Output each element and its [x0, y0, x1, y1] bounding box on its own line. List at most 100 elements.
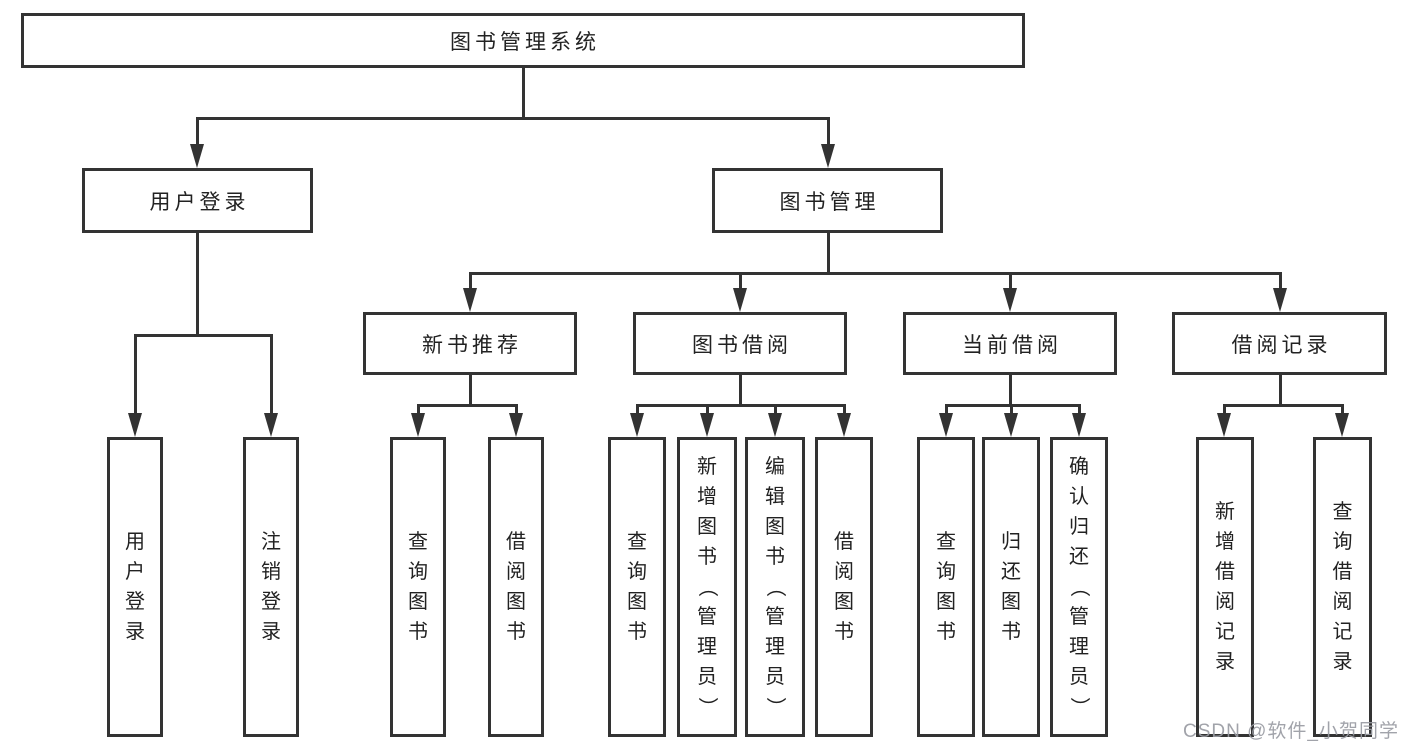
- vertical-label-char: 查: [627, 531, 647, 553]
- vertical-label-char: 录: [125, 621, 145, 643]
- connector-stem: [827, 233, 830, 275]
- vertical-label-char: 确: [1069, 456, 1089, 478]
- connector-bar: [469, 272, 1282, 275]
- arrow-down-icon: [190, 144, 204, 168]
- vertical-label-char: （: [764, 577, 786, 597]
- vertical-label-char: 理: [697, 636, 717, 658]
- node-logout: 注销登录: [243, 437, 299, 737]
- vertical-label-char: 录: [261, 621, 281, 643]
- vertical-label-char: ）: [1068, 697, 1090, 717]
- node-add-borrow-record-label: 新增借阅记录: [1199, 440, 1251, 734]
- arrow-down-icon: [1335, 413, 1349, 437]
- vertical-label-char: 询: [627, 561, 647, 583]
- arrow-down-icon: [837, 413, 851, 437]
- vertical-label-char: 销: [261, 561, 281, 583]
- vertical-label-char: 阅: [1332, 591, 1353, 613]
- vertical-label-char: 询: [1332, 531, 1353, 553]
- vertical-label-char: 书: [834, 621, 854, 643]
- arrow-down-icon: [1273, 288, 1287, 312]
- node-confirm-return-admin-label: 确认归还（管理员）: [1053, 440, 1105, 734]
- vertical-label-char: 登: [261, 591, 281, 613]
- vertical-label-char: 理: [765, 636, 785, 658]
- vertical-label-char: 阅: [834, 561, 854, 583]
- vertical-label-char: 图: [765, 516, 785, 538]
- vertical-label-char: 新: [1215, 501, 1235, 523]
- vertical-label-char: 辑: [765, 486, 785, 508]
- connector-drop: [636, 405, 639, 415]
- connector-bar: [636, 404, 846, 407]
- vertical-label-char: 图: [697, 516, 717, 538]
- vertical-label-char: 新: [697, 456, 717, 478]
- connector-drop: [1279, 273, 1282, 290]
- vertical-label-char: 查: [408, 531, 428, 553]
- arrow-down-icon: [264, 413, 278, 437]
- node-query-borrow-record-label: 查询借阅记录: [1316, 440, 1369, 734]
- vertical-label-char: 理: [1069, 636, 1089, 658]
- vertical-label-char: 户: [125, 561, 145, 583]
- vertical-label-char: 录: [1332, 651, 1353, 673]
- arrow-down-icon: [1072, 413, 1086, 437]
- vertical-label-char: 图: [506, 591, 526, 613]
- connector-drop: [515, 405, 518, 415]
- watermark-text: CSDN @软件_小贺同学: [1183, 721, 1399, 742]
- node-edit-book-admin-label: 编辑图书（管理员）: [748, 440, 802, 734]
- vertical-label-char: 还: [1001, 561, 1021, 583]
- node-borrow-books-borrowing-label: 借阅图书: [818, 440, 870, 734]
- connector-bar: [1223, 404, 1344, 407]
- node-book-management-label: 图书管理: [779, 190, 880, 214]
- node-query-books-borrowing-label: 查询图书: [611, 440, 663, 734]
- connector-stem: [196, 233, 199, 337]
- node-user-login-leaf: 用户登录: [107, 437, 163, 737]
- vertical-label-char: （: [696, 577, 718, 597]
- node-borrow-books-recommend: 借阅图书: [488, 437, 544, 737]
- vertical-label-char: 图: [834, 591, 854, 613]
- node-query-books-borrowing: 查询图书: [608, 437, 666, 737]
- vertical-label-char: 阅: [506, 561, 526, 583]
- vertical-label-char: 归: [1069, 516, 1089, 538]
- arrow-down-icon: [463, 288, 477, 312]
- arrow-down-icon: [1217, 413, 1231, 437]
- connector-drop: [1009, 273, 1012, 290]
- connector-drop: [1010, 405, 1013, 415]
- connector-drop: [134, 335, 137, 415]
- vertical-label-char: 借: [1215, 561, 1235, 583]
- vertical-label-char: 书: [506, 621, 526, 643]
- node-book-management: 图书管理: [712, 168, 943, 233]
- vertical-label-char: ）: [764, 697, 786, 717]
- connector-stem: [522, 68, 525, 120]
- node-book-borrowing-label: 图书借阅: [692, 333, 792, 357]
- node-query-books-current: 查询图书: [917, 437, 975, 737]
- node-return-books: 归还图书: [982, 437, 1040, 737]
- vertical-label-char: 归: [1001, 531, 1021, 553]
- vertical-label-char: 查: [1332, 501, 1353, 523]
- node-library-system-label: 图书管理系统: [450, 30, 600, 54]
- vertical-label-char: 编: [765, 456, 785, 478]
- node-logout-label: 注销登录: [246, 440, 296, 734]
- vertical-label-char: 询: [408, 561, 428, 583]
- node-library-system: 图书管理系统: [21, 13, 1025, 68]
- vertical-label-char: 员: [765, 666, 785, 688]
- vertical-label-char: 阅: [1215, 591, 1235, 613]
- vertical-label-char: 管: [1069, 606, 1089, 628]
- node-query-books-current-label: 查询图书: [920, 440, 972, 734]
- vertical-label-char: 图: [627, 591, 647, 613]
- arrow-down-icon: [939, 413, 953, 437]
- connector-drop: [196, 118, 199, 146]
- vertical-label-char: 注: [261, 531, 281, 553]
- vertical-label-char: 增: [1215, 531, 1235, 553]
- vertical-label-char: 登: [125, 591, 145, 613]
- node-borrowing-records-label: 借阅记录: [1231, 333, 1332, 357]
- vertical-label-char: 增: [697, 486, 717, 508]
- connector-drop: [827, 118, 830, 146]
- node-add-borrow-record: 新增借阅记录: [1196, 437, 1254, 737]
- vertical-label-char: 询: [936, 561, 956, 583]
- connector-stem: [1279, 375, 1282, 407]
- node-user-login: 用户登录: [82, 168, 313, 233]
- connector-drop: [945, 405, 948, 415]
- vertical-label-char: 借: [1332, 561, 1353, 583]
- vertical-label-char: 图: [936, 591, 956, 613]
- arrow-down-icon: [733, 288, 747, 312]
- node-user-login-label: 用户登录: [149, 190, 250, 214]
- connector-stem: [469, 375, 472, 407]
- vertical-label-char: 书: [627, 621, 647, 643]
